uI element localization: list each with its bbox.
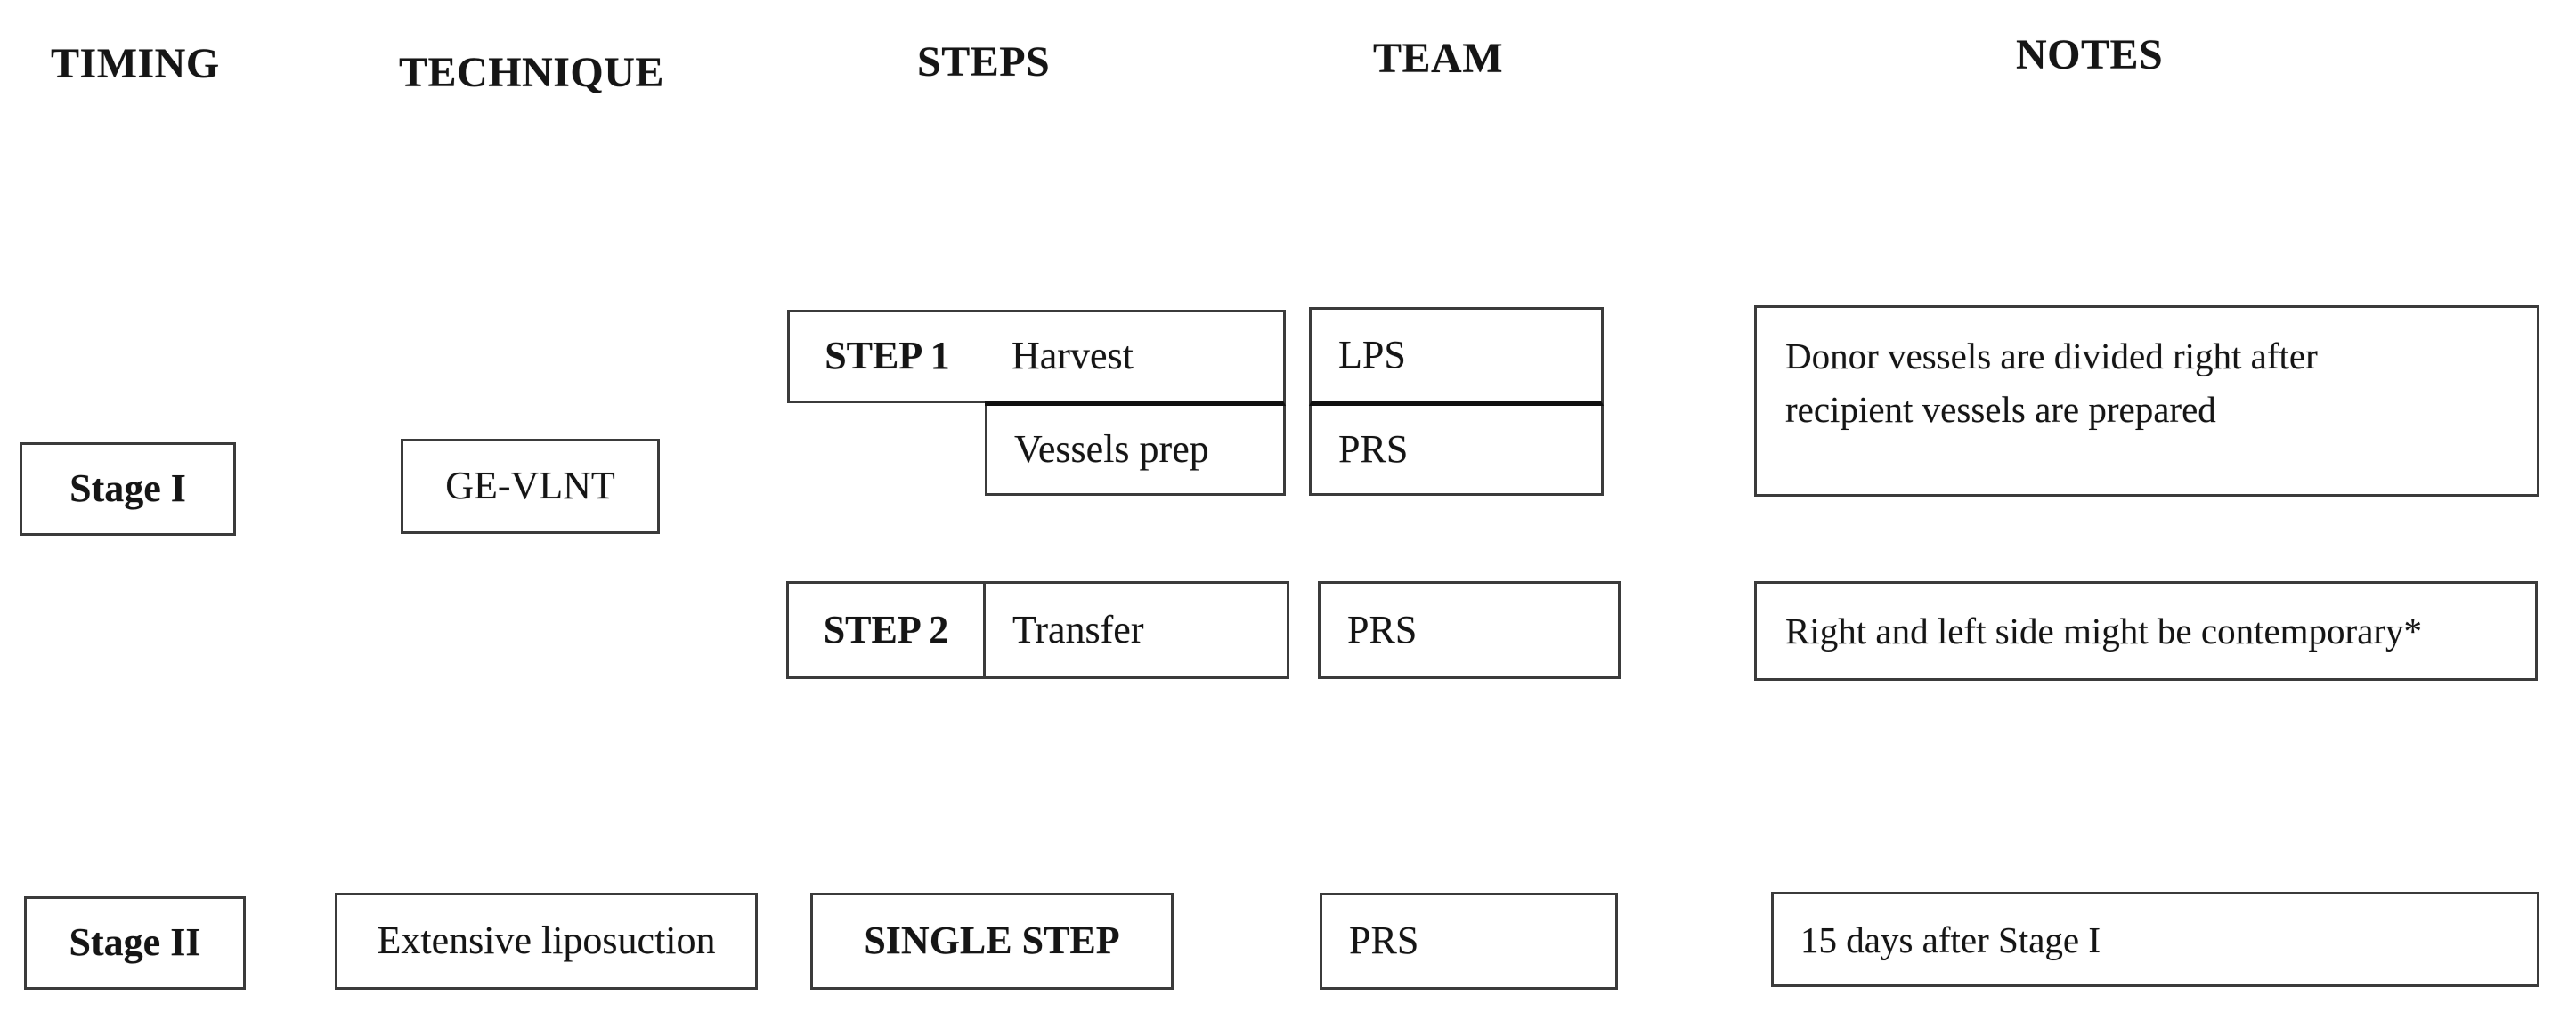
stage2-technique-label: Extensive liposuction — [377, 919, 716, 963]
step1-label-cell: STEP 1 — [787, 310, 987, 403]
step2-substep-transfer-cell: Transfer — [983, 581, 1289, 679]
step2-team-prs-label: PRS — [1347, 607, 1418, 652]
stage2-team-prs-label: PRS — [1349, 919, 1419, 963]
step1-label: STEP 1 — [825, 334, 950, 378]
stage2-notes-box: 15 days after Stage I — [1771, 892, 2539, 987]
step1-team-lps-label: LPS — [1338, 332, 1406, 376]
column-header-team: TEAM — [1373, 35, 1503, 82]
column-header-notes: NOTES — [2016, 31, 2164, 78]
step1-notes-box: Donor vessels are divided right after re… — [1754, 305, 2539, 497]
step1-substep-harvest-cell: Harvest — [985, 310, 1286, 406]
stage2-timing-box: Stage II — [24, 896, 246, 990]
step2-notes-box: Right and left side might be contemporar… — [1754, 581, 2538, 681]
step1-team-lps-cell: LPS — [1309, 307, 1604, 406]
stage2-single-step-label: SINGLE STEP — [864, 919, 1120, 963]
step2-substep-transfer-label: Transfer — [1012, 607, 1144, 652]
column-header-technique: TECHNIQUE — [399, 49, 664, 96]
stage1-technique-box: GE-VLNT — [401, 439, 660, 534]
stage2-technique-box: Extensive liposuction — [335, 893, 758, 990]
step1-note-line-2: recipient vessels are prepared — [1785, 389, 2216, 430]
stage2-single-step-box: SINGLE STEP — [810, 893, 1174, 990]
step1-substep-vessels-prep-label: Vessels prep — [1014, 426, 1209, 471]
stage2-timing-label: Stage II — [69, 920, 201, 965]
step2-label-cell: STEP 2 — [786, 581, 986, 679]
stage1-technique-label: GE-VLNT — [445, 464, 615, 508]
stage1-timing-label: Stage I — [69, 466, 186, 511]
step1-substep-vessels-prep-cell: Vessels prep — [985, 406, 1286, 496]
step1-note-line-1: Donor vessels are divided right after — [1785, 336, 2318, 376]
stage2-team-prs-cell: PRS — [1320, 893, 1618, 990]
column-header-steps: STEPS — [917, 38, 1051, 85]
step2-team-prs-cell: PRS — [1318, 581, 1621, 679]
stage2-note-text: 15 days after Stage I — [1800, 919, 2101, 960]
step1-team-prs-cell: PRS — [1309, 406, 1604, 496]
step2-label: STEP 2 — [823, 607, 949, 652]
step1-team-prs-label: PRS — [1338, 426, 1409, 471]
step2-note-text: Right and left side might be contemporar… — [1785, 611, 2423, 652]
stage1-timing-box: Stage I — [20, 442, 236, 536]
column-header-timing: TIMING — [51, 40, 220, 87]
step1-substep-harvest-label: Harvest — [1012, 334, 1134, 378]
